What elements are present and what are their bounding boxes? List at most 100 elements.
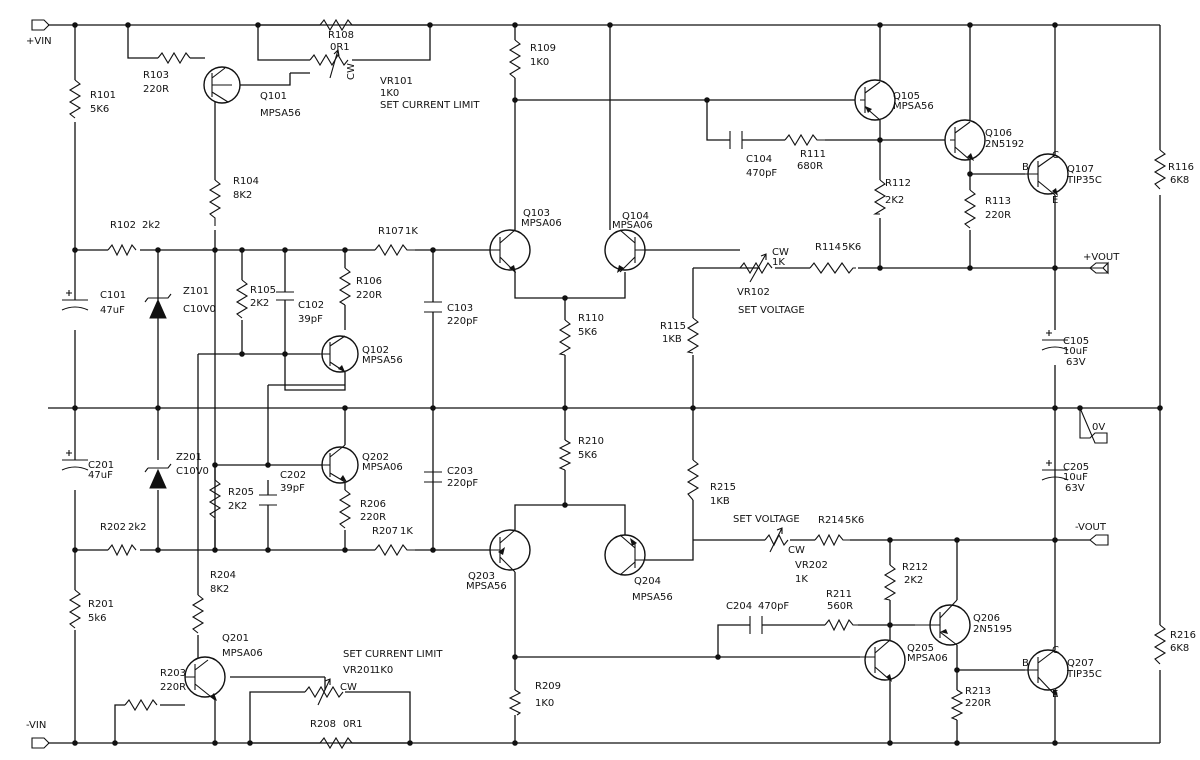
zener-diodes — [144, 293, 172, 489]
ref-r102: R102 — [110, 220, 136, 231]
function-vr102: SET VOLTAGE — [738, 305, 805, 316]
net-label-vout-pos: +VOUT — [1083, 252, 1120, 263]
ref-q104: Q104 — [622, 211, 649, 222]
pin-e-q207: E — [1052, 689, 1058, 700]
value-r106: 220R — [356, 290, 382, 301]
ref-q107: Q107 — [1067, 164, 1094, 175]
ref-c202: C202 — [280, 470, 306, 481]
value-r209: 1K0 — [535, 698, 554, 709]
value-z201: C10V0 — [176, 466, 209, 477]
value-r208: 0R1 — [343, 719, 363, 730]
value-r204: 8K2 — [210, 584, 229, 595]
ref-r110: R110 — [578, 313, 604, 324]
value-r212: 2K2 — [904, 575, 923, 586]
ref-r207: R207 — [372, 526, 398, 537]
value-r108: 0R1 — [330, 42, 350, 53]
function-vr101: SET CURRENT LIMIT — [380, 100, 480, 111]
ref-r111: R111 — [800, 149, 826, 160]
ref-vr102: VR102 — [737, 287, 770, 298]
ref-r212: R212 — [902, 562, 928, 573]
value-vr102: 1K — [772, 257, 785, 268]
value-r101: 5K6 — [90, 104, 109, 115]
value-r210: 5K6 — [578, 450, 597, 461]
part-q104: MPSA06 — [612, 220, 653, 231]
ref-r204: R204 — [210, 570, 236, 581]
ref-r105: R105 — [250, 285, 276, 296]
ref-c104: C104 — [746, 154, 772, 165]
ref-vr202: VR202 — [795, 560, 828, 571]
rating-c205: 63V — [1065, 483, 1085, 494]
part-q102: MPSA56 — [362, 355, 403, 366]
ref-c101: C101 — [100, 290, 126, 301]
ref-r116: R116 — [1168, 162, 1194, 173]
ref-r104: R104 — [233, 176, 259, 187]
part-q202: MPSA06 — [362, 462, 403, 473]
ref-q105: Q105 — [893, 91, 920, 102]
pin-e-q107: E — [1052, 195, 1058, 206]
cw-vr201: CW — [340, 682, 357, 693]
value-r216: 6K8 — [1170, 643, 1189, 654]
value-c101: 47uF — [100, 305, 125, 316]
ref-r214: R214 — [818, 515, 844, 526]
ref-r205: R205 — [228, 487, 254, 498]
value-r201: 5k6 — [88, 613, 107, 624]
value-c105: 10uF — [1063, 346, 1088, 357]
value-r115: 1KB — [662, 334, 682, 345]
ref-r107: R107 — [378, 226, 404, 237]
ref-vr201: VR201 — [343, 665, 376, 676]
value-r113: 220R — [985, 210, 1011, 221]
value-z101: C10V0 — [183, 304, 216, 315]
value-r116: 6K8 — [1170, 175, 1189, 186]
net-label-vin-pos: +VIN — [26, 36, 52, 47]
ref-r206: R206 — [360, 499, 386, 510]
value-r110: 5K6 — [578, 327, 597, 338]
cw-vr101: CW — [346, 63, 357, 80]
ref-r203: R203 — [160, 668, 186, 679]
ref-q106: Q106 — [985, 128, 1012, 139]
value-r112: 2K2 — [885, 195, 904, 206]
value-r215: 1KB — [710, 496, 730, 507]
ref-r202: R202 — [100, 522, 126, 533]
value-c102: 39pF — [298, 314, 323, 325]
value-r111: 680R — [797, 161, 823, 172]
ref-q206: Q206 — [973, 613, 1000, 624]
pin-c-q107: C — [1052, 150, 1059, 161]
ref-c201: C201 — [88, 460, 114, 471]
ref-z201: Z201 — [176, 452, 202, 463]
cw-vr102: CW — [772, 247, 789, 258]
value-c205: 10uF — [1063, 472, 1088, 483]
ref-r216: R216 — [1170, 630, 1196, 641]
value-vr201: 1K0 — [374, 665, 393, 676]
value-r214: 5K6 — [845, 515, 864, 526]
transistor-bodies — [184, 66, 1069, 701]
ref-r201: R201 — [88, 599, 114, 610]
value-r205: 2K2 — [228, 501, 247, 512]
ref-q207: Q207 — [1067, 658, 1094, 669]
value-vr101: 1K0 — [380, 88, 399, 99]
part-q203: MPSA56 — [466, 581, 507, 592]
part-q205: MPSA06 — [907, 653, 948, 664]
ref-c102: C102 — [298, 300, 324, 311]
value-c202: 39pF — [280, 483, 305, 494]
ref-r213: R213 — [965, 686, 991, 697]
net-label-vin-neg: -VIN — [26, 720, 46, 731]
value-vr202: 1K — [795, 574, 808, 585]
ref-q204: Q204 — [634, 576, 661, 587]
ref-r101: R101 — [90, 90, 116, 101]
ref-r108: R108 — [328, 30, 354, 41]
value-r203: 220R — [160, 682, 186, 693]
ref-r114: R114 — [815, 242, 841, 253]
value-r206: 220R — [360, 512, 386, 523]
value-c201: 47uF — [88, 470, 113, 481]
part-q206: 2N5195 — [973, 624, 1012, 635]
part-q201: MPSA06 — [222, 648, 263, 659]
ref-r208: R208 — [310, 719, 336, 730]
ref-r210: R210 — [578, 436, 604, 447]
ref-vr101: VR101 — [380, 76, 413, 87]
ref-c203: C203 — [447, 466, 473, 477]
capacitor-bodies — [61, 131, 1069, 634]
value-c103: 220pF — [447, 316, 478, 327]
part-q207: TIP35C — [1066, 669, 1102, 680]
function-vr202: SET VOLTAGE — [733, 514, 800, 525]
